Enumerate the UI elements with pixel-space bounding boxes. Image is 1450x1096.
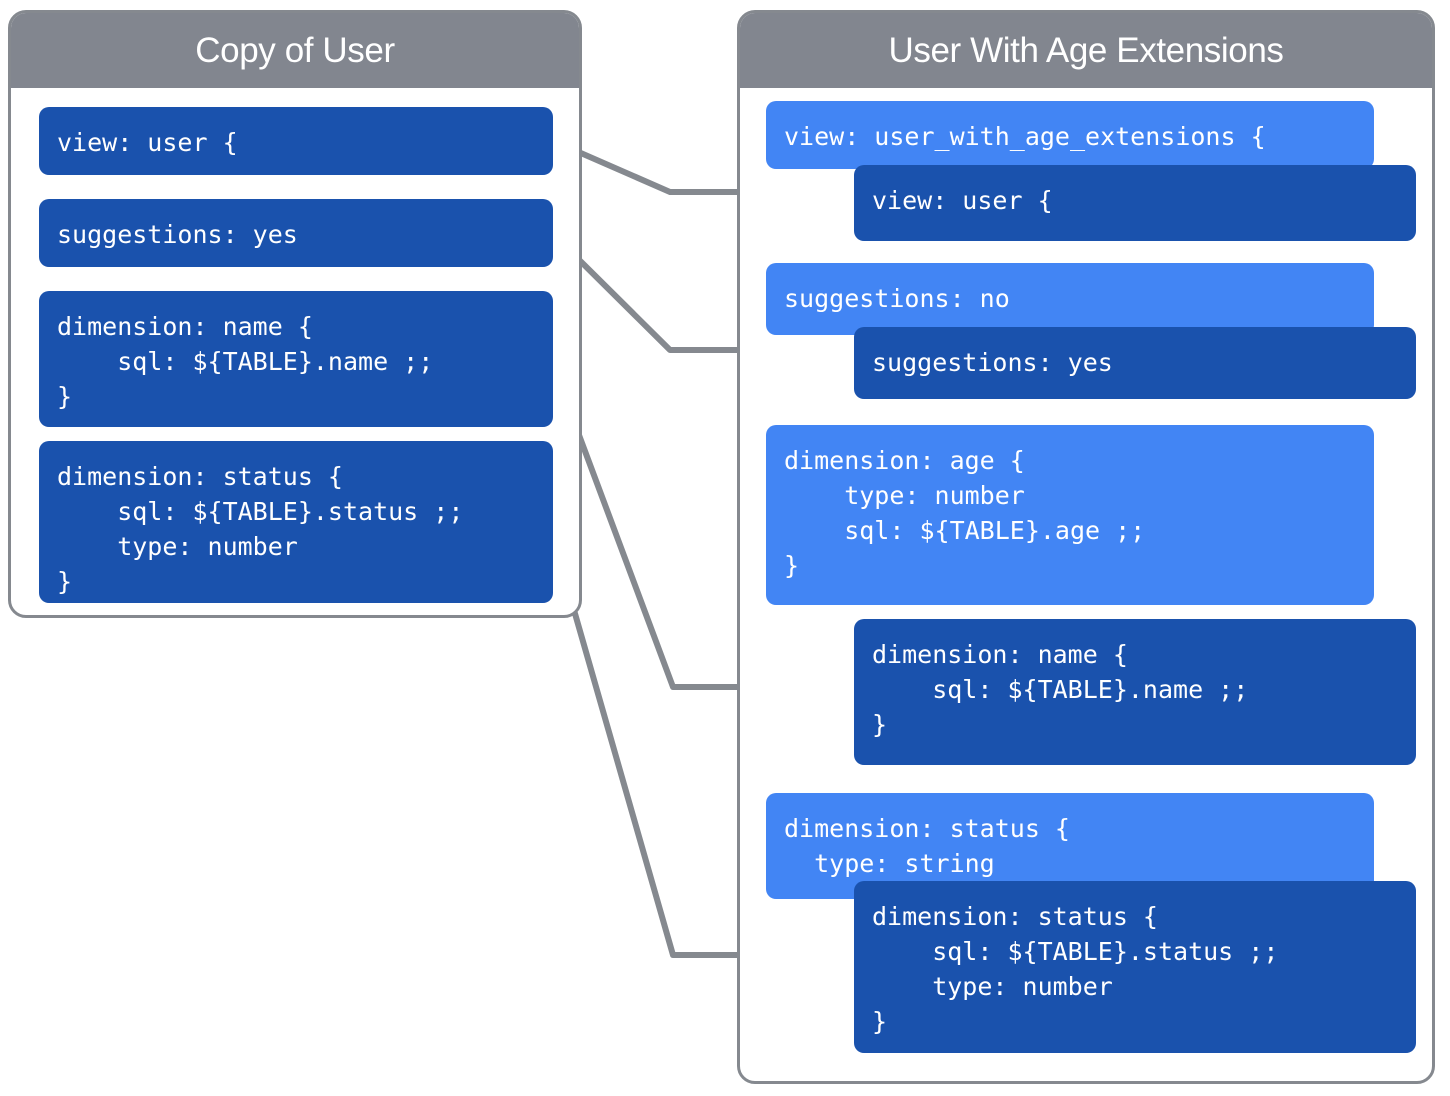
right-panel-header: User With Age Extensions bbox=[740, 13, 1432, 88]
code-block-left-dimension-status[interactable]: dimension: status { sql: ${TABLE}.status… bbox=[39, 441, 553, 603]
code-block-right-dimension-age[interactable]: dimension: age { type: number sql: ${TAB… bbox=[766, 425, 1374, 605]
code-block-right-view-extension[interactable]: view: user_with_age_extensions { bbox=[766, 101, 1374, 169]
left-panel-header: Copy of User bbox=[11, 13, 579, 88]
code-block-right-suggestions-no[interactable]: suggestions: no bbox=[766, 263, 1374, 335]
panel-user-with-age-extensions: User With Age Extensions view: user_with… bbox=[737, 10, 1435, 1084]
code-block-left-view[interactable]: view: user { bbox=[39, 107, 553, 175]
code-block-right-view-user[interactable]: view: user { bbox=[854, 165, 1416, 241]
code-block-right-dimension-name[interactable]: dimension: name { sql: ${TABLE}.name ;; … bbox=[854, 619, 1416, 765]
left-panel-title: Copy of User bbox=[195, 30, 395, 70]
code-block-left-dimension-name[interactable]: dimension: name { sql: ${TABLE}.name ;; … bbox=[39, 291, 553, 427]
panel-copy-of-user: Copy of User view: user { suggestions: y… bbox=[8, 10, 582, 618]
code-block-right-dimension-status-dark[interactable]: dimension: status { sql: ${TABLE}.status… bbox=[854, 881, 1416, 1053]
code-block-left-suggestions[interactable]: suggestions: yes bbox=[39, 199, 553, 267]
code-block-right-suggestions-yes[interactable]: suggestions: yes bbox=[854, 327, 1416, 399]
right-panel-title: User With Age Extensions bbox=[888, 30, 1284, 70]
